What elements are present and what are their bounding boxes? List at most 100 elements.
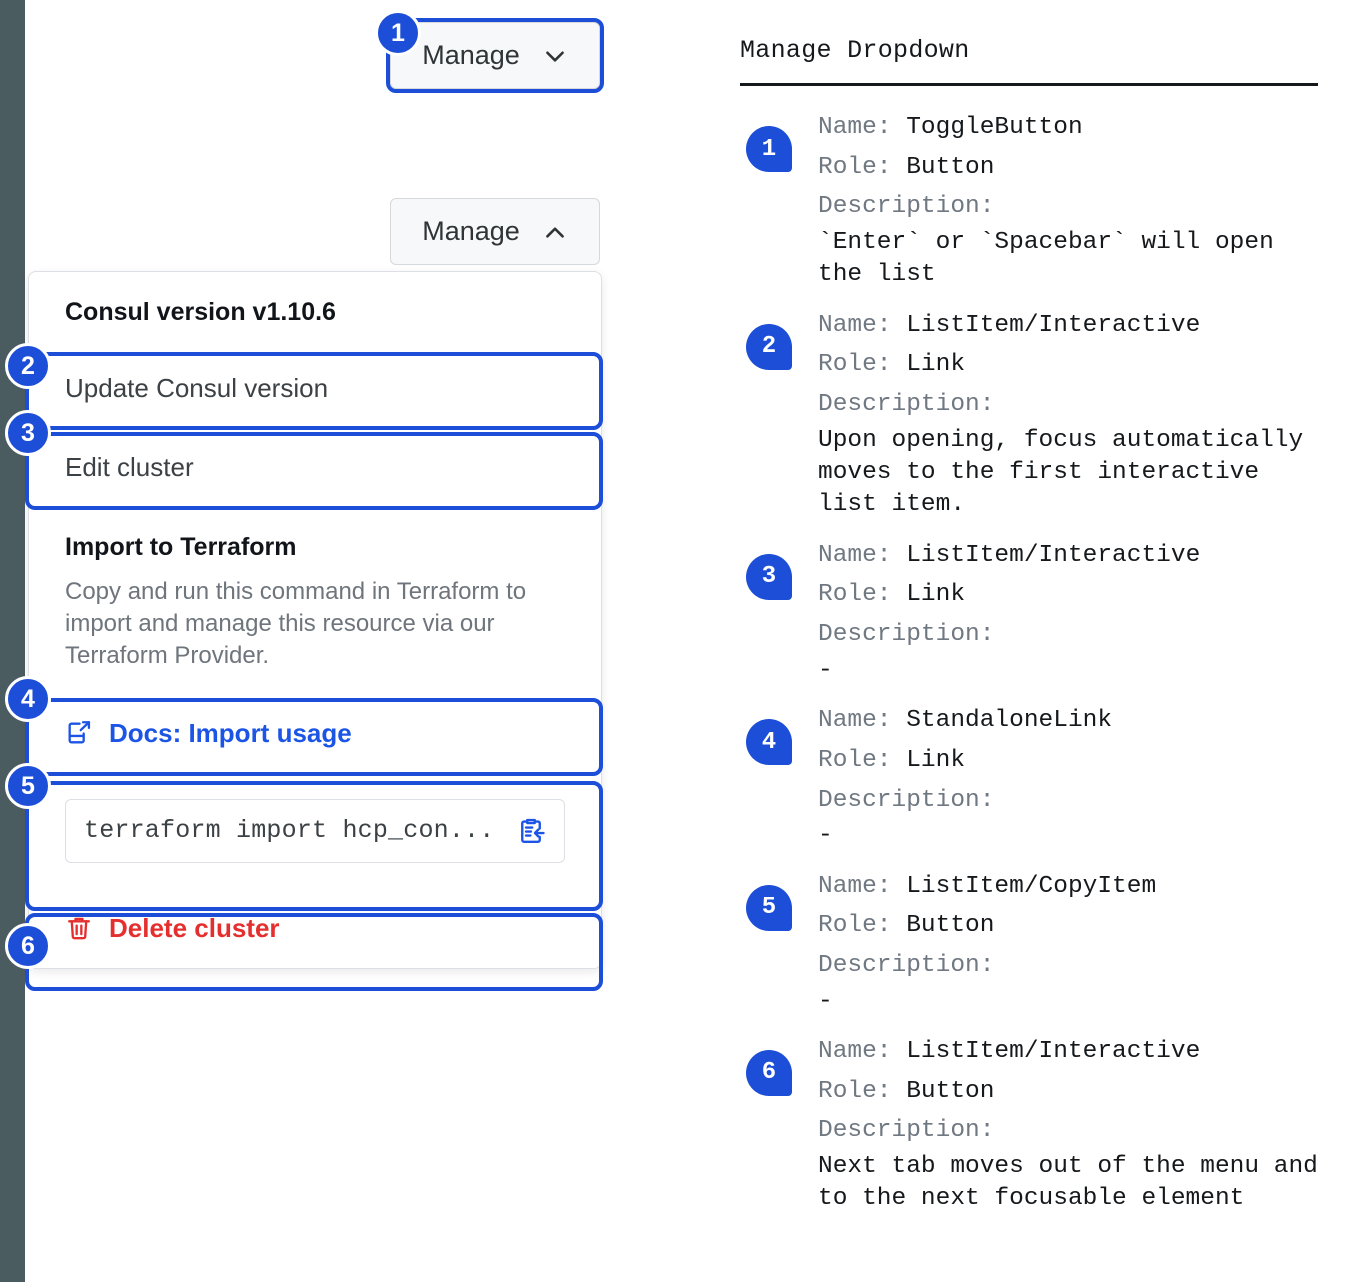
legend-name-value: ListItem/CopyItem <box>906 872 1157 900</box>
annotation-badge-2: 2 <box>5 343 51 389</box>
legend-role-value: Button <box>906 912 995 940</box>
menu-item-label: Delete cluster <box>109 912 280 943</box>
legend-description: Description: <box>818 946 1340 986</box>
copy-command-field[interactable]: terraform import hcp_con... <box>65 798 565 863</box>
legend-name-label: Name: <box>818 311 907 339</box>
docs-external-link-icon <box>65 719 93 747</box>
app-sidebar-rail <box>0 0 25 1282</box>
legend-name: Name: ListItem/Interactive <box>818 1032 1340 1072</box>
legend-description-text: Upon opening, focus automatically moves … <box>818 426 1304 519</box>
legend-name: Name: StandaloneLink <box>818 701 1340 741</box>
legend-name-value: ListItem/Interactive <box>906 541 1201 569</box>
docs-import-usage-link[interactable]: Docs: Import usage <box>29 694 601 773</box>
annotation-badge-4: 4 <box>5 676 51 722</box>
legend-description: Description: <box>818 385 1340 425</box>
legend-description: Description: <box>818 1111 1340 1151</box>
legend-description-text: - <box>818 987 833 1015</box>
menu-item-edit-cluster[interactable]: Edit cluster <box>29 428 601 507</box>
docs-link-label: Docs: Import usage <box>109 717 352 748</box>
legend-name-label: Name: <box>818 707 907 735</box>
legend-name-value: StandaloneLink <box>906 707 1113 735</box>
annotation-badge-3: 3 <box>5 410 51 456</box>
legend-name: Name: ListItem/Interactive <box>818 536 1340 576</box>
legend-role: Role: Link <box>818 741 1340 781</box>
legend-badge-column: 4 <box>740 701 818 852</box>
manage-toggle-button-open[interactable]: Manage <box>390 198 600 265</box>
menu-item-update-consul-version[interactable]: Update Consul version <box>29 349 601 428</box>
copy-to-clipboard-icon[interactable] <box>516 816 546 846</box>
legend-role: Role: Button <box>818 906 1340 946</box>
legend-badge-column: 3 <box>740 536 818 687</box>
trash-icon <box>65 914 93 942</box>
import-to-terraform-title: Import to Terraform <box>65 533 297 561</box>
legend-name-value: ListItem/Interactive <box>906 311 1201 339</box>
legend-description-text: - <box>818 822 833 850</box>
legend-role-value: Button <box>906 1077 995 1105</box>
legend-description-label: Description: <box>818 193 995 221</box>
manage-dropdown-panel: Consul version v1.10.6 Update Consul ver… <box>28 271 602 969</box>
legend-name-label: Name: <box>818 1037 907 1065</box>
terraform-command-text: terraform import hcp_con... <box>84 816 495 846</box>
legend-role: Role: Button <box>818 148 1340 188</box>
legend-badge-5: 5 <box>746 884 792 931</box>
legend-description: Description: <box>818 615 1340 655</box>
legend-description-label: Description: <box>818 951 995 979</box>
legend-role-label: Role: <box>818 912 907 940</box>
legend-name-value: ToggleButton <box>906 114 1083 141</box>
legend-badge-2: 2 <box>746 323 792 370</box>
legend-name-value: ListItem/Interactive <box>906 1037 1201 1065</box>
legend-description-text: Next tab moves out of the menu and to th… <box>818 1153 1318 1213</box>
legend-role: Role: Link <box>818 345 1340 385</box>
legend-name-label: Name: <box>818 541 907 569</box>
legend-name: Name: ListItem/Interactive <box>818 306 1340 346</box>
manage-toggle-button-closed[interactable]: Manage <box>390 22 600 89</box>
legend-name: Name: ToggleButton <box>818 108 1340 148</box>
component-preview-pane: Manage Manage Consul version v1.10.6 Upd… <box>5 10 604 991</box>
legend-badge-column: 5 <box>740 867 818 1018</box>
menu-item-delete-cluster[interactable]: Delete cluster <box>29 889 601 968</box>
legend-badge-6: 6 <box>746 1049 792 1096</box>
legend-description-label: Description: <box>818 621 995 649</box>
terraform-command-wrapper: terraform import hcp_con... <box>29 773 601 889</box>
chevron-up-icon <box>542 219 568 245</box>
legend-role: Role: Link <box>818 575 1340 615</box>
legend-role-value: Button <box>906 153 995 181</box>
legend-badge-column: 1 <box>740 108 818 292</box>
legend-badge-column: 2 <box>740 306 818 522</box>
legend-role-label: Role: <box>818 153 907 181</box>
legend-role-value: Link <box>906 581 966 609</box>
legend-description-label: Description: <box>818 391 995 419</box>
legend-role-label: Role: <box>818 746 907 774</box>
legend-description: Description: <box>818 187 1340 227</box>
legend-divider <box>740 83 1318 86</box>
legend-role-label: Role: <box>818 581 907 609</box>
legend-description-text: `Enter` or `Spacebar` will open the list <box>818 229 1274 289</box>
legend-description-label: Description: <box>818 786 995 814</box>
manage-toggle-label-open: Manage <box>422 216 520 246</box>
legend-name: Name: ListItem/CopyItem <box>818 867 1340 907</box>
legend-role-label: Role: <box>818 1077 907 1105</box>
menu-item-label: Edit cluster <box>65 452 194 482</box>
legend-role-label: Role: <box>818 351 907 379</box>
legend-title: Manage Dropdown <box>740 36 970 65</box>
legend-role: Role: Button <box>818 1072 1340 1112</box>
legend-name-label: Name: <box>818 114 907 141</box>
legend-role-value: Link <box>906 746 966 774</box>
legend-description-label: Description: <box>818 1117 995 1145</box>
legend-description: Description: <box>818 781 1340 821</box>
annotation-badge-5: 5 <box>5 763 51 809</box>
